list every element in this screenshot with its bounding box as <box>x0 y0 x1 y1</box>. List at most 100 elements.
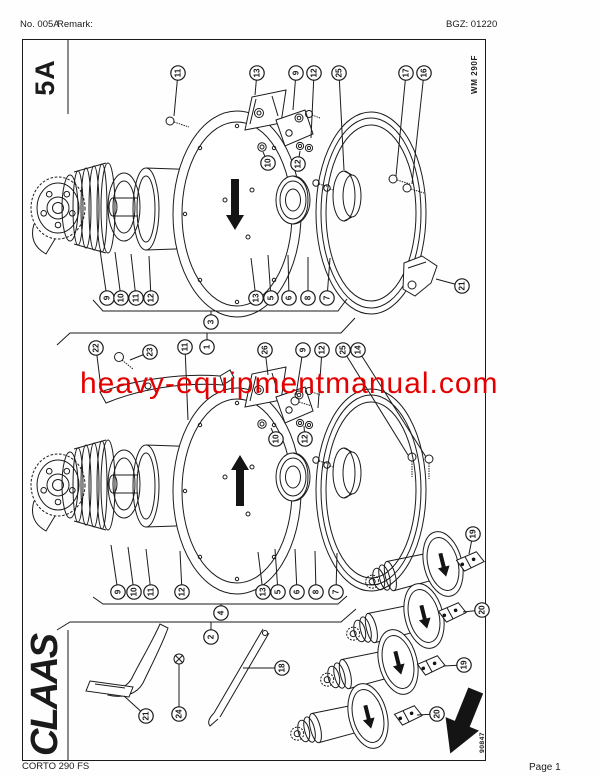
callout-1: 1 <box>199 339 215 355</box>
svg-text:25: 25 <box>339 345 348 355</box>
svg-text:9: 9 <box>299 347 308 352</box>
svg-text:11: 11 <box>147 587 156 596</box>
svg-text:21: 21 <box>142 711 151 721</box>
loose-parts-drawing <box>85 526 486 768</box>
callout-7: 7 <box>328 584 344 600</box>
svg-text:12: 12 <box>310 68 319 78</box>
document-number-label: No. 005A <box>20 19 60 30</box>
callout-10: 10 <box>126 584 142 600</box>
callout-19: 19 <box>465 526 481 542</box>
callout-9: 9 <box>110 584 126 600</box>
svg-text:20: 20 <box>478 605 487 615</box>
callout-25: 25 <box>335 342 351 358</box>
callout-20: 20 <box>474 602 490 618</box>
svg-text:12: 12 <box>147 293 156 303</box>
svg-text:12: 12 <box>294 159 303 169</box>
callout-7: 7 <box>319 290 335 306</box>
group-bracket-outer <box>56 317 356 346</box>
callout-11: 11 <box>128 290 144 306</box>
svg-text:6: 6 <box>285 295 294 300</box>
svg-text:18: 18 <box>278 663 287 673</box>
group-bracket-outer <box>56 608 357 631</box>
remark-label: Remark: <box>57 19 93 30</box>
svg-text:12: 12 <box>318 345 327 355</box>
svg-text:10: 10 <box>117 293 126 303</box>
svg-text:10: 10 <box>264 158 273 168</box>
callout-leader-14 <box>357 349 427 458</box>
callout-4: 4 <box>213 605 229 621</box>
callout-8: 8 <box>308 584 324 600</box>
svg-text:2: 2 <box>207 634 216 639</box>
callout-20: 20 <box>429 706 445 722</box>
svg-text:26: 26 <box>261 345 270 355</box>
svg-text:11: 11 <box>132 293 141 302</box>
svg-text:13: 13 <box>252 293 261 303</box>
callout-17: 17 <box>398 65 414 81</box>
svg-text:17: 17 <box>402 68 411 78</box>
svg-text:5: 5 <box>267 295 276 300</box>
direction-arrow-up <box>231 455 249 506</box>
svg-text:23: 23 <box>146 347 155 357</box>
callout-leader-25 <box>338 72 345 171</box>
bgz-code-label: BGZ: 01220 <box>446 19 498 30</box>
callout-leader-16 <box>411 72 425 185</box>
svg-text:6: 6 <box>293 589 302 594</box>
mounting-strap-part <box>402 255 438 297</box>
callout-2: 2 <box>203 629 219 645</box>
callout-8: 8 <box>300 290 316 306</box>
callout-10: 10 <box>113 290 129 306</box>
callout-18: 18 <box>274 660 290 676</box>
callout-13: 13 <box>255 584 271 600</box>
callout-19: 19 <box>456 657 472 673</box>
watermark-text: heavy-equipmentmanual.com <box>80 367 499 400</box>
callout-6: 6 <box>281 290 297 306</box>
callout-leader-11 <box>184 346 189 421</box>
callout-3: 3 <box>203 314 219 330</box>
callout-21: 21 <box>138 708 154 724</box>
page-number-label: Page 1 <box>529 762 561 773</box>
svg-text:9: 9 <box>114 589 123 594</box>
callout-13: 13 <box>248 290 264 306</box>
callout-5: 5 <box>263 290 279 306</box>
callout-14: 14 <box>350 342 366 358</box>
svg-text:8: 8 <box>304 295 313 300</box>
svg-text:8: 8 <box>312 589 321 594</box>
svg-text:11: 11 <box>181 342 190 351</box>
callout-13: 13 <box>249 65 265 81</box>
callout-25: 25 <box>331 65 347 81</box>
callout-12: 12 <box>314 342 330 358</box>
callout-26: 26 <box>257 342 273 358</box>
svg-text:5: 5 <box>274 589 283 594</box>
callout-9: 9 <box>99 290 115 306</box>
callout-9: 9 <box>295 342 311 358</box>
callout-6: 6 <box>289 584 305 600</box>
callout-22: 22 <box>88 340 104 356</box>
callout-leader-12 <box>310 72 315 139</box>
lower-assembly-drawing <box>30 352 434 631</box>
svg-text:7: 7 <box>332 589 341 594</box>
callout-leader-17 <box>395 72 407 177</box>
group-bracket-inner <box>92 298 348 312</box>
callout-23: 23 <box>142 344 158 360</box>
svg-text:11: 11 <box>174 68 183 77</box>
svg-text:9: 9 <box>292 70 301 75</box>
callout-16: 16 <box>416 65 432 81</box>
callout-leader-25 <box>342 349 409 456</box>
callout-10: 10 <box>260 155 276 171</box>
drawing-frame <box>22 39 486 761</box>
upper-assembly-drawing <box>30 89 438 346</box>
callout-11: 11 <box>170 65 186 81</box>
svg-text:10: 10 <box>130 587 139 597</box>
callout-11: 11 <box>143 584 159 600</box>
callout-21: 21 <box>454 278 470 294</box>
svg-text:14: 14 <box>354 345 363 355</box>
svg-text:20: 20 <box>433 709 442 719</box>
svg-text:19: 19 <box>469 529 478 539</box>
callout-12: 12 <box>290 156 306 172</box>
svg-text:21: 21 <box>458 281 467 291</box>
svg-text:1: 1 <box>203 344 212 349</box>
callout-5: 5 <box>270 584 286 600</box>
svg-text:9: 9 <box>103 295 112 300</box>
